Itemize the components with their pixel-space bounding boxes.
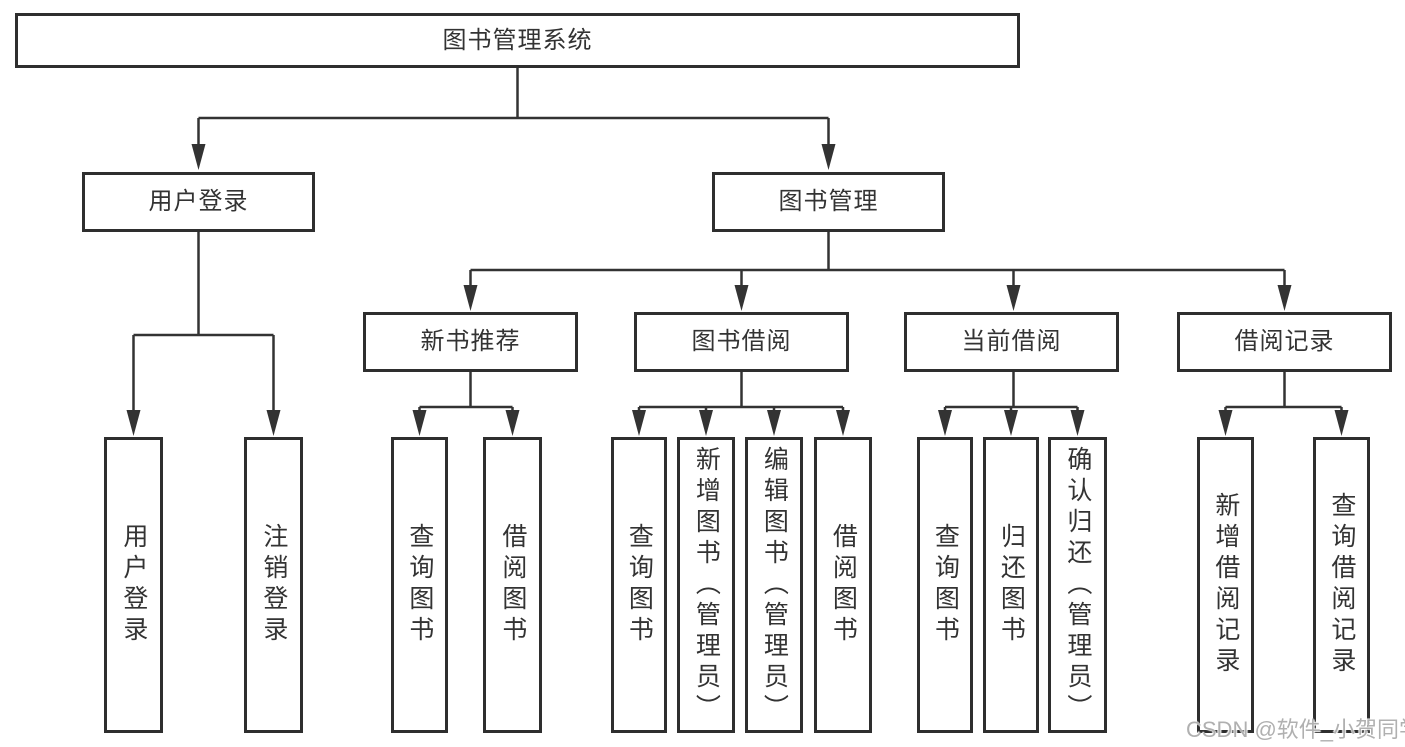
arrowhead [412,410,427,436]
leaf-borrowing-borrow-books: 借阅图书 [814,437,872,733]
arrowhead [1277,285,1292,311]
leaf-user-login: 用户登录 [104,437,163,733]
arrowhead [836,410,850,436]
arrowhead [821,144,836,170]
leaf-recommendation-query-books: 查询图书 [391,437,448,733]
arrowhead [632,410,646,436]
connector-borrowing-to-leaves [637,372,845,412]
arrowhead [505,410,520,436]
leaf-logout: 注销登录 [244,437,303,733]
arrowhead [266,410,281,436]
arrowhead [938,410,952,436]
node-new-book-recommendation: 新书推荐 [363,312,578,372]
leaf-current-query-books: 查询图书 [917,437,973,733]
connector-user-login-to-leaves [132,232,275,412]
arrowhead [767,410,781,436]
node-book-borrowing: 图书借阅 [634,312,849,372]
arrowhead [463,285,478,311]
arrowhead [699,410,713,436]
arrowheads [126,144,1349,436]
connector-records-to-leaves [1224,372,1343,412]
leaf-current-confirm-return-admin: 确认归还（管理员） [1048,437,1107,733]
arrowhead [1006,285,1021,311]
arrowhead [126,410,141,436]
arrowhead [1218,410,1233,436]
connector-book-management-to-level3 [469,232,1286,287]
node-user-login: 用户登录 [82,172,315,232]
connector-recommendation-to-leaves [418,372,514,412]
arrowhead [1004,410,1018,436]
leaf-borrowing-edit-books-admin: 编辑图书（管理员） [745,437,803,733]
node-borrowing-records: 借阅记录 [1177,312,1392,372]
node-book-management: 图书管理 [712,172,945,232]
leaf-current-return-books: 归还图书 [983,437,1039,733]
leaf-borrowing-query-books: 查询图书 [611,437,667,733]
arrowhead [1070,410,1085,436]
connector-current-to-leaves [943,372,1079,412]
arrowhead [734,285,749,311]
leaf-recommendation-borrow-books: 借阅图书 [483,437,542,733]
csdn-watermark: CSDN @软件_小贺同学 [1186,717,1405,742]
connector-root-to-level2 [197,68,830,146]
leaf-records-query-borrow-record: 查询借阅记录 [1313,437,1370,733]
node-library-management-system: 图书管理系统 [15,13,1020,68]
arrowhead [1334,410,1349,436]
node-current-borrowing: 当前借阅 [904,312,1119,372]
leaf-records-add-borrow-record: 新增借阅记录 [1197,437,1254,733]
arrowhead [191,144,206,170]
leaf-borrowing-add-books-admin: 新增图书（管理员） [677,437,735,733]
